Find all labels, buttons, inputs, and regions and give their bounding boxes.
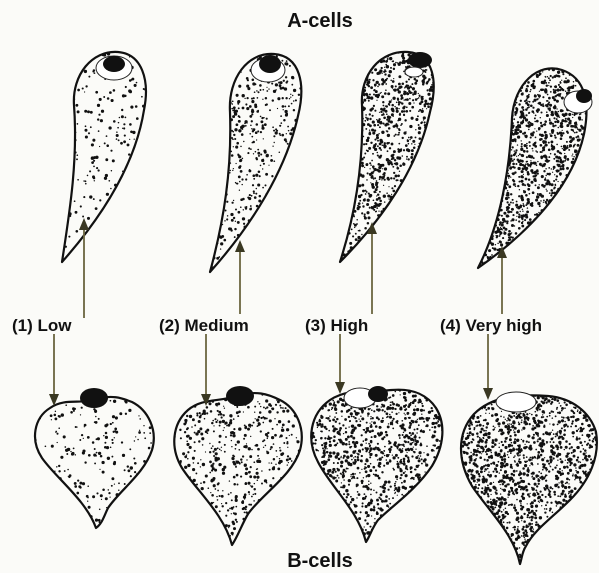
arrow-b4 <box>483 334 493 400</box>
a-cell-3-nucleus <box>408 52 432 68</box>
a-cell-4-nucleus <box>576 89 592 103</box>
arrow-b1 <box>49 334 59 406</box>
b-cell-2-nucleus <box>226 386 254 406</box>
a-cell-2 <box>207 52 309 277</box>
arrow-b2 <box>201 334 211 406</box>
a-cell-3-vacuole <box>405 67 423 77</box>
arrow-a1 <box>79 218 89 318</box>
level-label-very-high: (4) Very high <box>440 316 542 335</box>
b-cell-1-nucleus <box>80 388 108 408</box>
arrow-a4 <box>497 246 507 314</box>
a-cell-3-granules <box>337 49 441 267</box>
a-cell-2-nucleus <box>259 55 281 73</box>
b-cell-3 <box>303 385 450 546</box>
level-label-medium: (2) Medium <box>159 316 249 335</box>
a-cell-3 <box>337 49 441 267</box>
level-label-high: (3) High <box>305 316 368 335</box>
b-cell-4 <box>453 390 599 566</box>
arrow-a2 <box>235 240 245 314</box>
b-cell-2 <box>167 386 307 548</box>
b-cell-1-granules <box>28 393 158 531</box>
b-cell-1 <box>28 388 158 531</box>
b-cell-4-vacuole <box>496 392 536 412</box>
a-cell-1 <box>59 50 151 265</box>
level-label-low: (1) Low <box>12 316 72 335</box>
a-cell-2-granules <box>207 52 309 277</box>
b-cell-3-nucleus <box>368 386 388 402</box>
arrow-b3 <box>335 334 345 394</box>
a-cell-4 <box>475 65 594 272</box>
b-cells-title: B-cells <box>287 550 353 572</box>
a-cell-1-granules <box>59 50 151 265</box>
a-cells-title: A-cells <box>287 10 353 32</box>
a-cell-1-nucleus <box>103 56 125 72</box>
arrow-a3 <box>367 222 377 314</box>
b-cell-4-granules <box>453 390 599 566</box>
